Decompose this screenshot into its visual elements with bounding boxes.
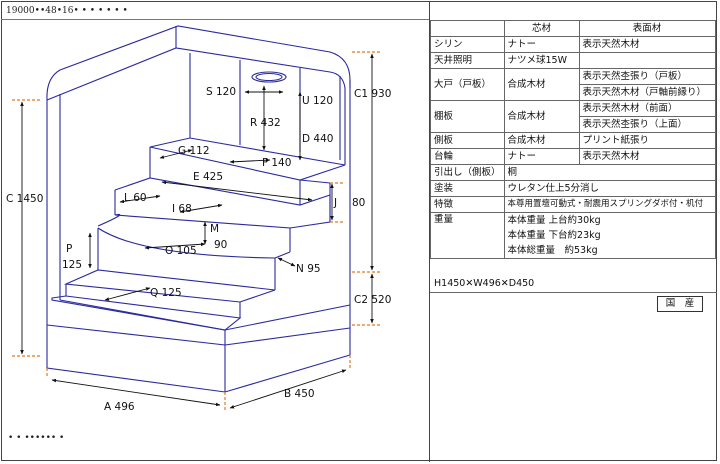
- spec-row: 台輪 ナトー 表示天然木材: [430, 148, 716, 165]
- dim-b: B 450: [284, 388, 315, 400]
- spec-core: 合成木材: [503, 132, 580, 149]
- spec-weight-row: 重量 本体重量 上台約30kg: [430, 212, 716, 228]
- dim-d: D 440: [302, 133, 333, 145]
- spec-row: 引出し（側板） 桐: [430, 164, 716, 181]
- dim-j: J: [333, 197, 337, 209]
- spec-label: シリン: [430, 36, 505, 53]
- spec-row: 塗装 ウレタン仕上5分消し: [430, 180, 716, 197]
- dim-c: C 1450: [6, 193, 43, 205]
- overall-size: H1450✕W496✕D450: [434, 278, 535, 289]
- dim-f: F 140: [262, 157, 291, 169]
- spec-surface: 表示天然木材（前面）: [578, 100, 716, 117]
- spec-head-blank: [430, 20, 505, 37]
- spec-row: 側板 合成木材 プリント紙張り: [430, 132, 716, 149]
- spec-core: 合成木材: [503, 100, 580, 133]
- dimension-lines: [20, 53, 374, 409]
- spec-label: 側板: [430, 132, 505, 149]
- spec-row: シリン ナトー 表示天然木材: [430, 36, 716, 53]
- spec-label: 塗装: [430, 180, 505, 197]
- weight-line: 本体重量 下台約23kg: [503, 228, 716, 243]
- spec-row: 棚板 合成木材 表示天然木材（前面）: [430, 100, 716, 133]
- spec-label: 特徴: [430, 196, 505, 213]
- weight-line: 本体総重量 約53kg: [503, 243, 716, 259]
- spec-label: 天井照明: [430, 52, 505, 69]
- spec-weight-row: 本体重量 下台約23kg: [430, 228, 716, 243]
- dim-j-value: 80: [352, 197, 365, 209]
- spec-surface: 表示天然木材: [578, 148, 716, 165]
- spec-label: 大戸（戸板）: [430, 68, 505, 101]
- spec-value: 本尊用置壇可動式・耐震用スプリングダボ付・机付: [503, 196, 716, 213]
- dim-o: O 105: [165, 245, 197, 257]
- dim-c2: C2 520: [354, 294, 391, 306]
- spec-row: 特徴 本尊用置壇可動式・耐震用スプリングダボ付・机付: [430, 196, 716, 213]
- dim-m-value: 90: [214, 239, 227, 251]
- spec-value: ウレタン仕上5分消し: [503, 180, 716, 197]
- footer-note: • • •••••• •: [8, 433, 65, 443]
- dim-e: E 425: [193, 171, 223, 183]
- dim-q: Q 125: [150, 287, 182, 299]
- dim-n: N 95: [296, 263, 321, 275]
- spec-value: 桐: [503, 164, 716, 181]
- spec-label-blank: [430, 228, 505, 243]
- spec-label: 重量: [430, 212, 505, 228]
- spec-core: 合成木材: [503, 68, 580, 101]
- dim-g: G 112: [178, 145, 210, 157]
- spec-label: 引出し（側板）: [430, 164, 505, 181]
- dim-s: S 120: [206, 86, 236, 98]
- dim-i: I 68: [172, 203, 192, 215]
- dim-a: A 496: [104, 401, 135, 413]
- spec-label-blank: [430, 243, 505, 259]
- spec-head-surface: 表面材: [578, 20, 716, 37]
- dim-u: U 120: [302, 95, 333, 107]
- spec-core: ナトー: [503, 148, 580, 165]
- panel-divider: [429, 1, 430, 462]
- dim-m: M: [210, 223, 219, 235]
- spec-surface: 表示天然杢張り（戸板）: [578, 68, 716, 85]
- weight-line: 本体重量 上台約30kg: [503, 212, 716, 228]
- dim-c1: C1 930: [354, 88, 391, 100]
- spec-row: 大戸（戸板） 合成木材 表示天然杢張り（戸板）: [430, 68, 716, 101]
- dim-p-value: 125: [62, 259, 82, 271]
- spec-row: 天井照明 ナツメ球15W: [430, 52, 716, 69]
- origin-stamp: 国 産: [657, 296, 703, 312]
- spec-label: 台輪: [430, 148, 505, 165]
- altar-drawing: C 1450 C1 930 C2 520 A 496 B 450 S 120 U…: [6, 25, 391, 413]
- spec-surface: [578, 52, 716, 69]
- header-code: 19000••48•16• • • • • • •: [6, 6, 128, 16]
- dimension-labels: C 1450 C1 930 C2 520 A 496 B 450 S 120 U…: [6, 86, 391, 413]
- spec-head-core: 芯材: [503, 20, 580, 37]
- spec-surface: プリント紙張り: [578, 132, 716, 149]
- spec-core: ナトー: [503, 36, 580, 53]
- dim-l: L 60: [124, 192, 147, 204]
- spec-weight-row: 本体総重量 約53kg: [430, 243, 716, 259]
- dim-p: P: [66, 243, 72, 255]
- spec-surface: 表示天然木材: [578, 36, 716, 53]
- size-rule: [430, 292, 717, 293]
- spec-label: 棚板: [430, 100, 505, 133]
- spec-surface: 表示天然木材（戸軸前縁り）: [578, 84, 716, 101]
- dim-r: R 432: [250, 117, 281, 129]
- spec-header-row: 芯材 表面材: [430, 20, 716, 37]
- spec-table: 芯材 表面材 シリン ナトー 表示天然木材 天井照明 ナツメ球15W 大戸（戸板…: [430, 20, 716, 259]
- spec-core: ナツメ球15W: [503, 52, 580, 69]
- spec-surface: 表示天然杢張り（上面）: [578, 116, 716, 133]
- header-rule: [1, 19, 429, 20]
- center-marks: [12, 51, 380, 410]
